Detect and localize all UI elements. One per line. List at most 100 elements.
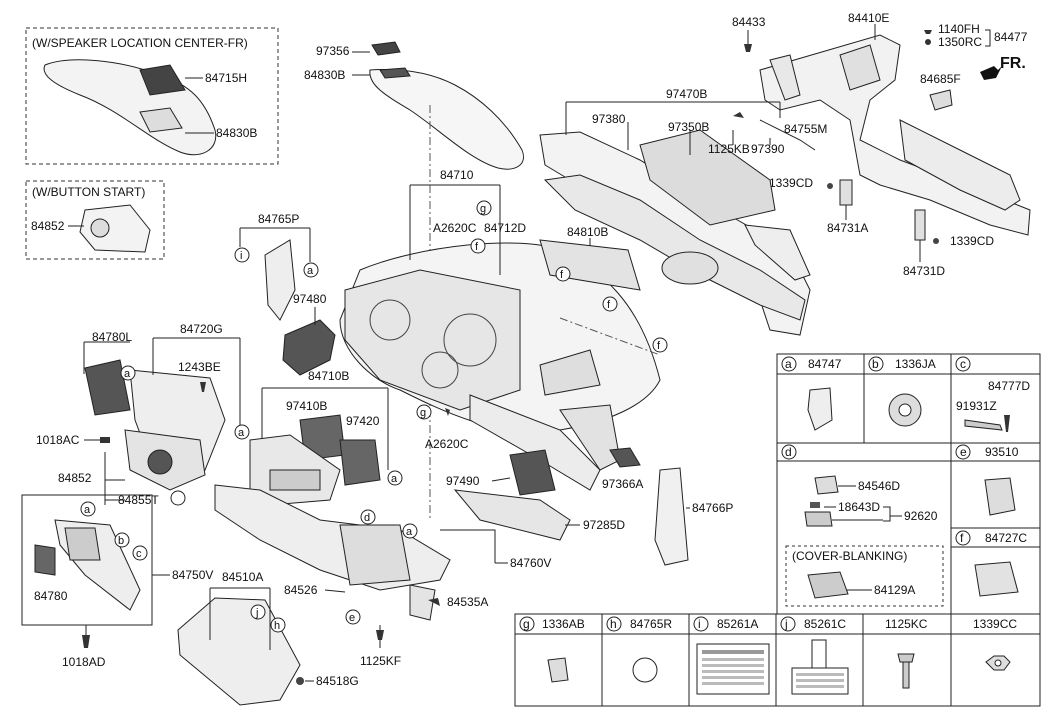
- svg-text:b: b: [118, 535, 124, 547]
- svg-text:a: a: [84, 504, 91, 516]
- legend-part-1339CC: 1339CC: [973, 617, 1017, 631]
- label-A2620C-a: A2620C: [433, 221, 477, 235]
- svg-text:b: b: [872, 357, 879, 371]
- label-84780L: 84780L: [92, 330, 132, 344]
- svg-text:i: i: [698, 617, 701, 631]
- label-84526: 84526: [284, 583, 318, 597]
- legend-cell-g: g 1336AB: [519, 616, 585, 683]
- bolt-icon: [744, 44, 752, 52]
- callout-circles: g f f f f g i a a a a d a e a b c j h: [80, 200, 668, 633]
- legend-cell-b: b 1336JA: [868, 356, 936, 427]
- legend-part-84546D: 84546D: [858, 479, 900, 493]
- label-84852-inset: 84852: [31, 219, 65, 233]
- label-84477: 84477: [994, 30, 1028, 44]
- legend-part-91931Z: 91931Z: [956, 399, 997, 413]
- center-speaker-pad: 97356 84830B: [304, 41, 524, 520]
- callout-circle: a: [234, 424, 250, 440]
- svg-text:g: g: [523, 617, 530, 631]
- label-84755M: 84755M: [784, 122, 827, 136]
- legend-cell-d: d 84546D 18643D 92620 (COVER-BLANKING) 8…: [781, 444, 944, 607]
- label-A2620C-b: A2620C: [425, 437, 469, 451]
- label-84518G: 84518G: [316, 674, 359, 688]
- legend-cell-j: j 85261C: [780, 616, 849, 695]
- svg-text:e: e: [960, 445, 967, 459]
- callout-circle: j: [250, 604, 266, 620]
- label-97420: 97420: [346, 414, 380, 428]
- lower-panel-group: 84760V 84510A 84518G 84526 84535A 1125KF: [177, 484, 551, 706]
- legend-part-84727C: 84727C: [985, 531, 1027, 545]
- legend-cell-f: f 84727C: [955, 530, 1027, 597]
- label-97350B: 97350B: [668, 120, 709, 134]
- legend-part-85261C: 85261C: [804, 617, 846, 631]
- label-84710B: 84710B: [308, 369, 349, 383]
- bolt-icon: [897, 653, 915, 663]
- label-1140FH: 1140FH: [938, 22, 980, 36]
- screw-icon: [200, 382, 206, 392]
- label-84760V: 84760V: [510, 556, 551, 570]
- label-97470B: 97470B: [666, 87, 707, 101]
- svg-text:f: f: [960, 531, 964, 545]
- svg-text:h: h: [274, 620, 280, 632]
- label-97380: 97380: [592, 112, 626, 126]
- svg-text:d: d: [785, 445, 792, 459]
- svg-text:f: f: [657, 340, 661, 352]
- callout-circle: i: [234, 247, 250, 263]
- label-84780: 84780: [34, 589, 68, 603]
- clip-icon: [428, 598, 440, 606]
- callout-circle: f: [470, 238, 486, 254]
- inset-button-start: (W/BUTTON START) 84852: [25, 180, 165, 260]
- callout-circle: b: [114, 532, 130, 548]
- screw-icon: [733, 112, 744, 118]
- label-97480: 97480: [293, 292, 327, 306]
- label-1125KB: 1125KB: [708, 142, 750, 156]
- callout-circle: g: [416, 404, 432, 420]
- label-1018AC: 1018AC: [36, 433, 80, 447]
- label-84510A: 84510A: [222, 570, 263, 584]
- center-facia-group: 84710B 97410B 97420: [249, 369, 389, 506]
- svg-text:c: c: [960, 357, 966, 371]
- label-97366A: 97366A: [602, 477, 643, 491]
- legend-part-1336JA: 1336JA: [895, 357, 936, 371]
- label-84712D: 84712D: [484, 221, 526, 235]
- legend-cell-e: e 93510: [955, 444, 1019, 516]
- callout-circle: f: [652, 337, 668, 353]
- label-84810B: 84810B: [567, 225, 608, 239]
- label-1339CD-b: 1339CD: [950, 234, 994, 248]
- side-cover-group: 84750V 84780 1018AD: [21, 494, 213, 669]
- side-vent-group: 84765P 97480: [239, 212, 336, 376]
- legend-part-85261A: 85261A: [717, 617, 758, 631]
- svg-text:h: h: [610, 617, 617, 631]
- legend-part-18643D: 18643D: [838, 500, 880, 514]
- legend-part-84765R: 84765R: [630, 617, 672, 631]
- bolt-icon: [924, 30, 932, 34]
- label-84855T: 84855T: [118, 493, 159, 507]
- svg-text:a: a: [406, 526, 413, 538]
- label-1018AD: 1018AD: [62, 655, 106, 669]
- crash-pad-main: 84710 A2620C 84712D 84810B A2620C: [339, 168, 661, 491]
- clip-icon: [296, 677, 304, 685]
- label-97410B: 97410B: [286, 399, 327, 413]
- nut-icon: [925, 39, 931, 45]
- callout-circle: a: [120, 365, 136, 381]
- bolt-icon: [100, 437, 110, 443]
- svg-text:a: a: [391, 473, 398, 485]
- label-1125KF: 1125KF: [360, 654, 401, 668]
- label-84731D: 84731D: [903, 264, 945, 278]
- legend-part-84777D: 84777D: [988, 379, 1030, 393]
- bolt-icon: [376, 630, 384, 640]
- legend-part-92620: 92620: [904, 509, 938, 523]
- label-84433: 84433: [732, 15, 766, 29]
- label-97390: 97390: [751, 142, 785, 156]
- label-84715H: 84715H: [205, 71, 247, 85]
- callout-circle: a: [303, 262, 319, 278]
- label-84830B: 84830B: [304, 68, 345, 82]
- legend-part-84747: 84747: [808, 357, 842, 371]
- svg-text:f: f: [475, 241, 479, 253]
- svg-text:c: c: [136, 548, 142, 560]
- inset-speaker-title: (W/SPEAKER LOCATION CENTER-FR): [32, 36, 248, 50]
- cowl-cross-bar: 84433 84410E 1140FH 1350RC 84477 84685F …: [732, 11, 1031, 278]
- label-84852: 84852: [58, 471, 92, 485]
- label-84765P: 84765P: [258, 212, 299, 226]
- legend-cell-l: 1339CC: [973, 617, 1017, 671]
